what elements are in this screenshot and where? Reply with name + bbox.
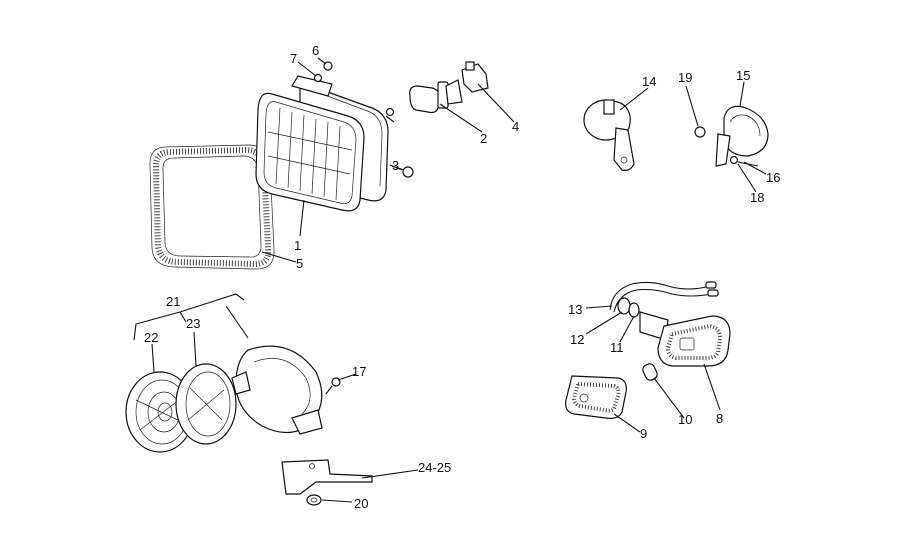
horn-14 (583, 99, 635, 171)
callout-13: 13 (568, 302, 582, 317)
rectangular-headlight-assembly (149, 61, 489, 270)
mounting-bracket (281, 459, 373, 495)
callout-22: 22 (144, 330, 158, 345)
callout-5: 5 (296, 256, 303, 271)
bulb-connector (461, 61, 489, 93)
callout-8: 8 (716, 411, 723, 426)
round-headlight-assembly (125, 345, 373, 506)
callout-24-25: 24-25 (418, 460, 451, 475)
callout-19: 19 (678, 70, 692, 85)
callout-1: 1 (294, 238, 301, 253)
callout-12: 12 (570, 332, 584, 347)
callout-6: 6 (312, 43, 319, 58)
headlight-bulb (409, 79, 463, 114)
callout-10: 10 (678, 412, 692, 427)
callout-17: 17 (352, 364, 366, 379)
callout-7: 7 (290, 51, 297, 66)
leader-lines (133, 57, 767, 503)
callout-11: 11 (610, 340, 624, 355)
turn-signal-assembly (565, 281, 731, 419)
callout-23: 23 (186, 316, 200, 331)
horn-15 (694, 105, 769, 167)
callout-14: 14 (642, 74, 656, 89)
indicator-lens (565, 375, 627, 419)
callout-15: 15 (736, 68, 750, 83)
callout-2: 2 (480, 131, 487, 146)
callout-9: 9 (640, 426, 647, 441)
headlight-gasket (152, 146, 272, 268)
callout-3: 3 (392, 158, 399, 173)
callout-labels: 1 2 3 4 5 6 7 8 9 10 11 12 13 14 15 16 1… (144, 43, 780, 511)
callout-21: 21 (166, 294, 180, 309)
callout-18: 18 (750, 190, 764, 205)
callout-16: 16 (766, 170, 780, 185)
callout-4: 4 (512, 119, 519, 134)
indicator-bulb (642, 363, 658, 381)
callout-20: 20 (354, 496, 368, 511)
